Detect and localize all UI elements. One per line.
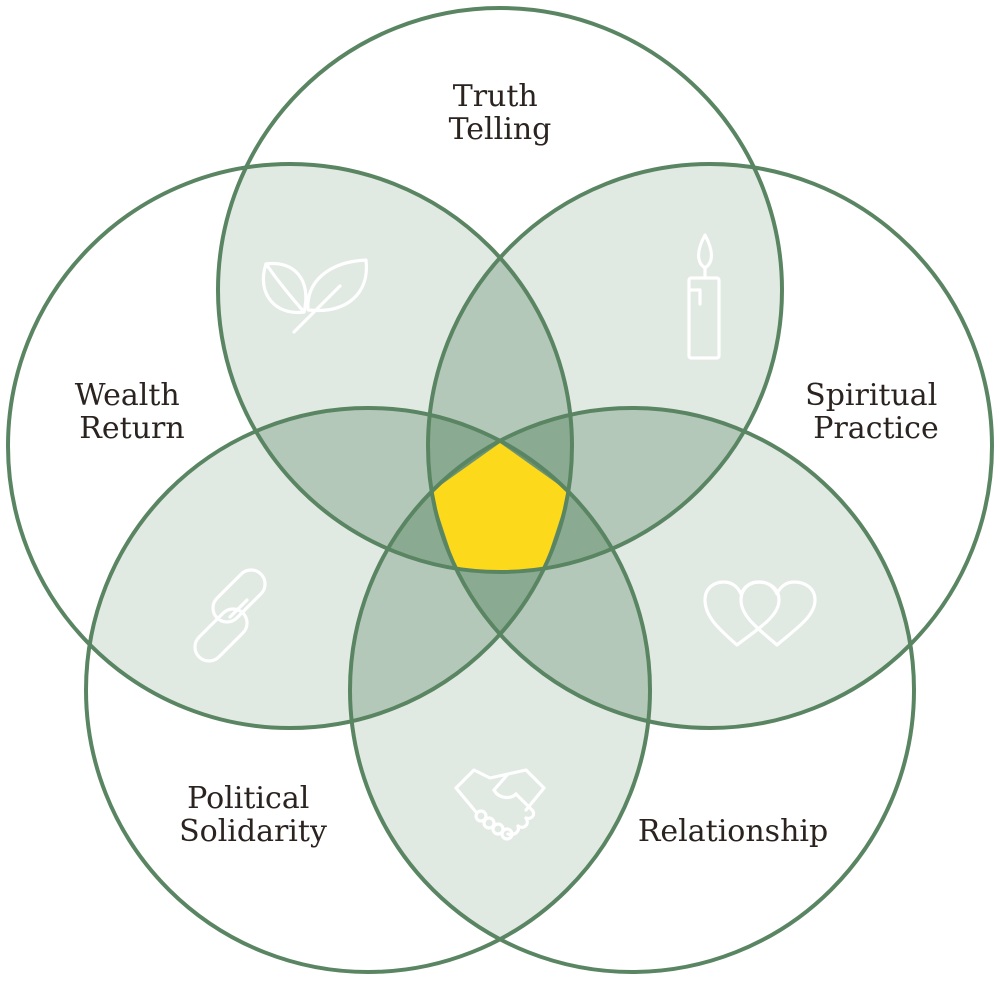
circle-labels: Truth Telling Spiritual Practice Relatio… [75,79,947,849]
label-political-line-1: Political [187,781,309,816]
label-political-line-2: Solidarity [179,814,327,849]
label-spiritual-line-1: Spiritual [805,378,937,413]
label-truth-line-1: Truth [453,79,538,114]
label-spiritual-line-2: Practice [813,411,938,446]
label-wealth-return: Wealth Return [75,378,190,446]
label-truth-telling: Truth Telling [449,79,552,147]
chain-link-icon [193,568,267,663]
candle-icon [687,233,721,360]
circle-outlines [6,6,994,974]
overlap-political-wealth [86,408,572,728]
label-relationship: Relationship [638,814,828,849]
handshake-icon [454,768,546,841]
label-wealth-line-1: Wealth [75,378,180,413]
overlap-truth-spiritual [428,164,782,572]
label-relationship-line-1: Relationship [638,814,828,849]
hearts-icon [703,580,817,647]
center-pentagon [431,443,569,571]
overlap-fill [218,164,572,572]
label-wealth-line-2: Return [79,411,184,446]
overlap-relationship-wealth [350,408,572,728]
leaf-icon [261,258,369,334]
circle-truth-telling [216,6,784,574]
overlap-truth-wealth [218,164,572,572]
overlap-fill [86,408,572,728]
circle-relationship [348,406,916,974]
label-truth-line-2: Telling [449,112,552,147]
circle-spiritual-practice [426,162,994,730]
circle-political-solidarity [84,406,652,974]
overlap-fill [428,164,782,572]
circle-wealth-return [6,162,574,730]
overlap-fill [350,408,572,728]
label-spiritual-practice: Spiritual Practice [805,378,947,446]
label-political-solidarity: Political Solidarity [179,781,327,849]
